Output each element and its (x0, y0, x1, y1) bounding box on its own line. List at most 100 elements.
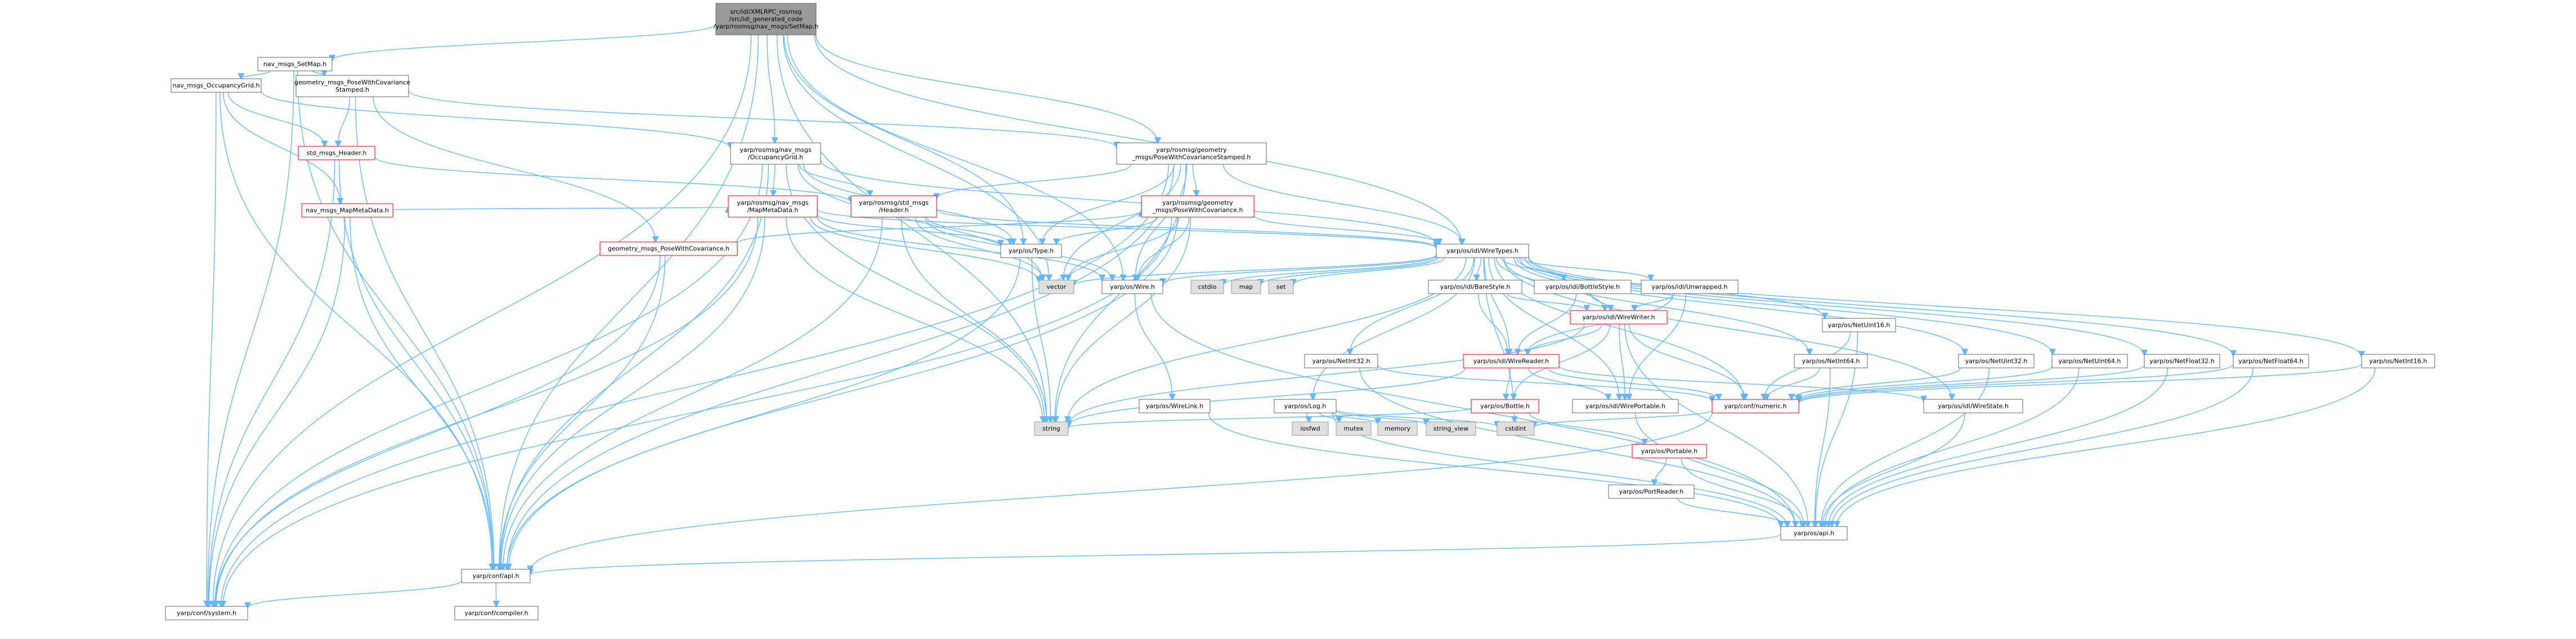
node-label-netFloat64-line-0: yarp/os/NetFloat64.h (2238, 358, 2304, 365)
node-box-wireTypes (1436, 244, 1529, 258)
node-geoPWCS[interactable]: geometry_msgs_PoseWithCovarianceStamped.… (294, 75, 410, 97)
node-box-system (165, 606, 248, 620)
node-label-geoPWCS-line-0: geometry_msgs_PoseWithCovariance (294, 79, 410, 86)
node-label-netInt16-line-0: yarp/os/NetInt16.h (2369, 358, 2427, 365)
include-edge-yOcc-to-wireTypes (820, 159, 1436, 245)
node-navSetMap[interactable]: nav_msgs_SetMap.h (257, 57, 333, 71)
node-netUint16[interactable]: yarp/os/NetUint16.h (1822, 318, 1896, 332)
node-netInt16[interactable]: yarp/os/NetInt16.h (2361, 354, 2435, 368)
node-wireState[interactable]: yarp/os/idl/WireState.h (1923, 399, 2023, 413)
node-wireWriter[interactable]: yarp/os/idl/WireWriter.h (1570, 310, 1668, 325)
node-compiler[interactable]: yarp/conf/compiler.h (454, 606, 539, 620)
node-navOcc[interactable]: nav_msgs_OccupancyGrid.h (171, 78, 262, 93)
node-box-iosfwd (1292, 421, 1329, 436)
node-label-yStdHeader-line-1: /Header.h (879, 206, 908, 214)
include-edge-wireTypes-to-set (1293, 257, 1445, 285)
node-netFloat64[interactable]: yarp/os/NetFloat64.h (2233, 354, 2309, 368)
node-yPWC[interactable]: yarp/rosmsg/geometry_msgs/PoseWithCovari… (1141, 195, 1255, 218)
node-box-cstdio (1190, 280, 1224, 294)
include-edge-navSetMap-to-confApi (297, 70, 494, 569)
node-label-yOcc-line-0: yarp/rosmsg/nav_msgs (740, 146, 811, 154)
node-yType[interactable]: yarp/os/Type.h (1000, 244, 1062, 258)
node-box-portable (1632, 444, 1707, 458)
node-wireReader[interactable]: yarp/os/idl/WireReader.h (1463, 354, 1560, 368)
include-edge-netFloat64-to-numeric (1799, 364, 2234, 402)
include-edge-netFloat64-to-api (1832, 367, 2254, 526)
node-label-log-line-0: yarp/os/Log.h (1284, 403, 1327, 410)
include-edge-yPWCS-to-vector (1063, 164, 1181, 280)
include-edge-wireReader-to-wirePortable (1527, 367, 1608, 399)
include-edge-root-to-yType (783, 34, 1023, 244)
node-root[interactable]: src/idl/XMLRPC_rosmsg/src/idl_generated_… (714, 3, 818, 35)
include-edge-wireTypes-to-netFloat32 (1525, 257, 2144, 355)
node-stringView: string_view (1426, 421, 1476, 436)
include-edge-navMapMeta-to-yMapMeta (392, 207, 728, 210)
node-label-yMapMeta-line-1: /MapMetaData.h (747, 206, 799, 214)
node-box-yOcc (730, 142, 821, 165)
node-yMapMeta[interactable]: yarp/rosmsg/nav_msgs/MapMetaData.h (728, 195, 818, 218)
include-edge-yPWCS-to-yPWC (1192, 164, 1197, 196)
node-label-wire-line-0: yarp/os/Wire.h (1110, 284, 1155, 291)
node-geoPWC[interactable]: geometry_msgs_PoseWithCovariance.h (599, 241, 738, 256)
include-edge-bottle-to-string (1068, 407, 1472, 428)
include-edge-portReader-to-api (1677, 498, 1787, 526)
include-edge-yMapMeta-to-system (216, 217, 759, 606)
node-bottle[interactable]: yarp/os/Bottle.h (1471, 399, 1539, 413)
node-unwrapped[interactable]: yarp/os/idl/Unwrapped.h (1641, 280, 1739, 294)
include-edge-root-to-wireTypes (814, 34, 1462, 244)
include-edge-yPWC-to-string (1056, 217, 1191, 422)
node-system[interactable]: yarp/conf/system.h (165, 606, 248, 620)
node-wire[interactable]: yarp/os/Wire.h (1101, 280, 1163, 294)
edges-layer (207, 24, 2376, 608)
include-edge-navSetMap-to-geoPWCS (312, 71, 324, 75)
node-log[interactable]: yarp/os/Log.h (1274, 399, 1337, 413)
node-bareStyle[interactable]: yarp/os/idl/BareStyle.h (1428, 280, 1522, 294)
node-numeric[interactable]: yarp/conf/numeric.h (1712, 399, 1799, 413)
node-netFloat32[interactable]: yarp/os/NetFloat32.h (2144, 354, 2220, 368)
node-cstdio: cstdio (1190, 280, 1224, 294)
include-edge-geoPWCS-to-geoPWC (373, 96, 656, 242)
include-edge-log-to-mutex (1319, 412, 1339, 422)
node-yStdHeader[interactable]: yarp/rosmsg/std_msgs/Header.h (850, 195, 937, 218)
include-edge-navOcc-to-yOcc (261, 91, 731, 148)
node-box-bottle (1471, 399, 1539, 413)
node-portable[interactable]: yarp/os/Portable.h (1632, 444, 1707, 458)
node-label-root-line-0: src/idl/XMLRPC_rosmsg (730, 8, 801, 16)
include-edge-yOcc-to-yMapMeta (773, 164, 775, 196)
node-netInt32[interactable]: yarp/os/NetInt32.h (1304, 354, 1378, 368)
node-label-yPWCS-line-1: _msgs/PoseWithCovarianceStamped.h (1132, 154, 1251, 161)
include-edge-log-to-cstdint (1336, 409, 1497, 427)
include-edge-bottle-to-portable (1529, 412, 1645, 444)
include-edge-yPWC-to-yType (1056, 217, 1158, 244)
node-label-netInt64-line-0: yarp/os/NetInt64.h (1802, 358, 1860, 365)
node-label-string-line-0: string (1042, 425, 1060, 433)
node-label-netUint16-line-0: yarp/os/NetUint16.h (1828, 322, 1890, 329)
node-label-root-line-1: /src/idl_generated_code (729, 16, 803, 23)
node-yPWCS[interactable]: yarp/rosmsg/geometry_msgs/PoseWithCovari… (1116, 142, 1267, 165)
node-box-compiler (454, 606, 539, 620)
node-box-vector (1038, 280, 1074, 294)
node-netUint64[interactable]: yarp/os/NetUint64.h (2051, 354, 2128, 368)
node-navMapMeta[interactable]: nav_msgs_MapMetaData.h (301, 203, 393, 218)
node-box-cstdint (1497, 421, 1535, 436)
include-edge-yOcc-to-vector (798, 164, 1042, 280)
node-stdHeader[interactable]: std_msgs_Header.h (298, 146, 375, 160)
node-netInt64[interactable]: yarp/os/NetInt64.h (1794, 354, 1868, 368)
node-bottleStyle[interactable]: yarp/os/idl/BottleStyle.h (1534, 280, 1632, 294)
node-label-set-line-0: set (1276, 284, 1286, 291)
node-confApi[interactable]: yarp/conf/api.h (461, 569, 531, 583)
node-set: set (1268, 280, 1294, 294)
node-api[interactable]: yarp/os/api.h (1780, 526, 1848, 541)
node-portReader[interactable]: yarp/os/PortReader.h (1608, 484, 1695, 499)
node-wireTypes[interactable]: yarp/os/idl/WireTypes.h (1436, 244, 1529, 258)
include-edge-navMapMeta-to-confApi (350, 217, 493, 569)
node-box-set (1268, 280, 1294, 294)
node-wireLink[interactable]: yarp/os/WireLink.h (1139, 399, 1211, 413)
node-box-navMapMeta (301, 203, 393, 218)
include-edge-wireReader-to-wireState (1558, 365, 1924, 401)
node-yOcc[interactable]: yarp/rosmsg/nav_msgs/OccupancyGrid.h (730, 142, 821, 165)
node-netUint32[interactable]: yarp/os/NetUint32.h (1958, 354, 2035, 368)
node-wirePortable[interactable]: yarp/os/idl/WirePortable.h (1572, 399, 1679, 413)
node-box-root (715, 3, 817, 35)
